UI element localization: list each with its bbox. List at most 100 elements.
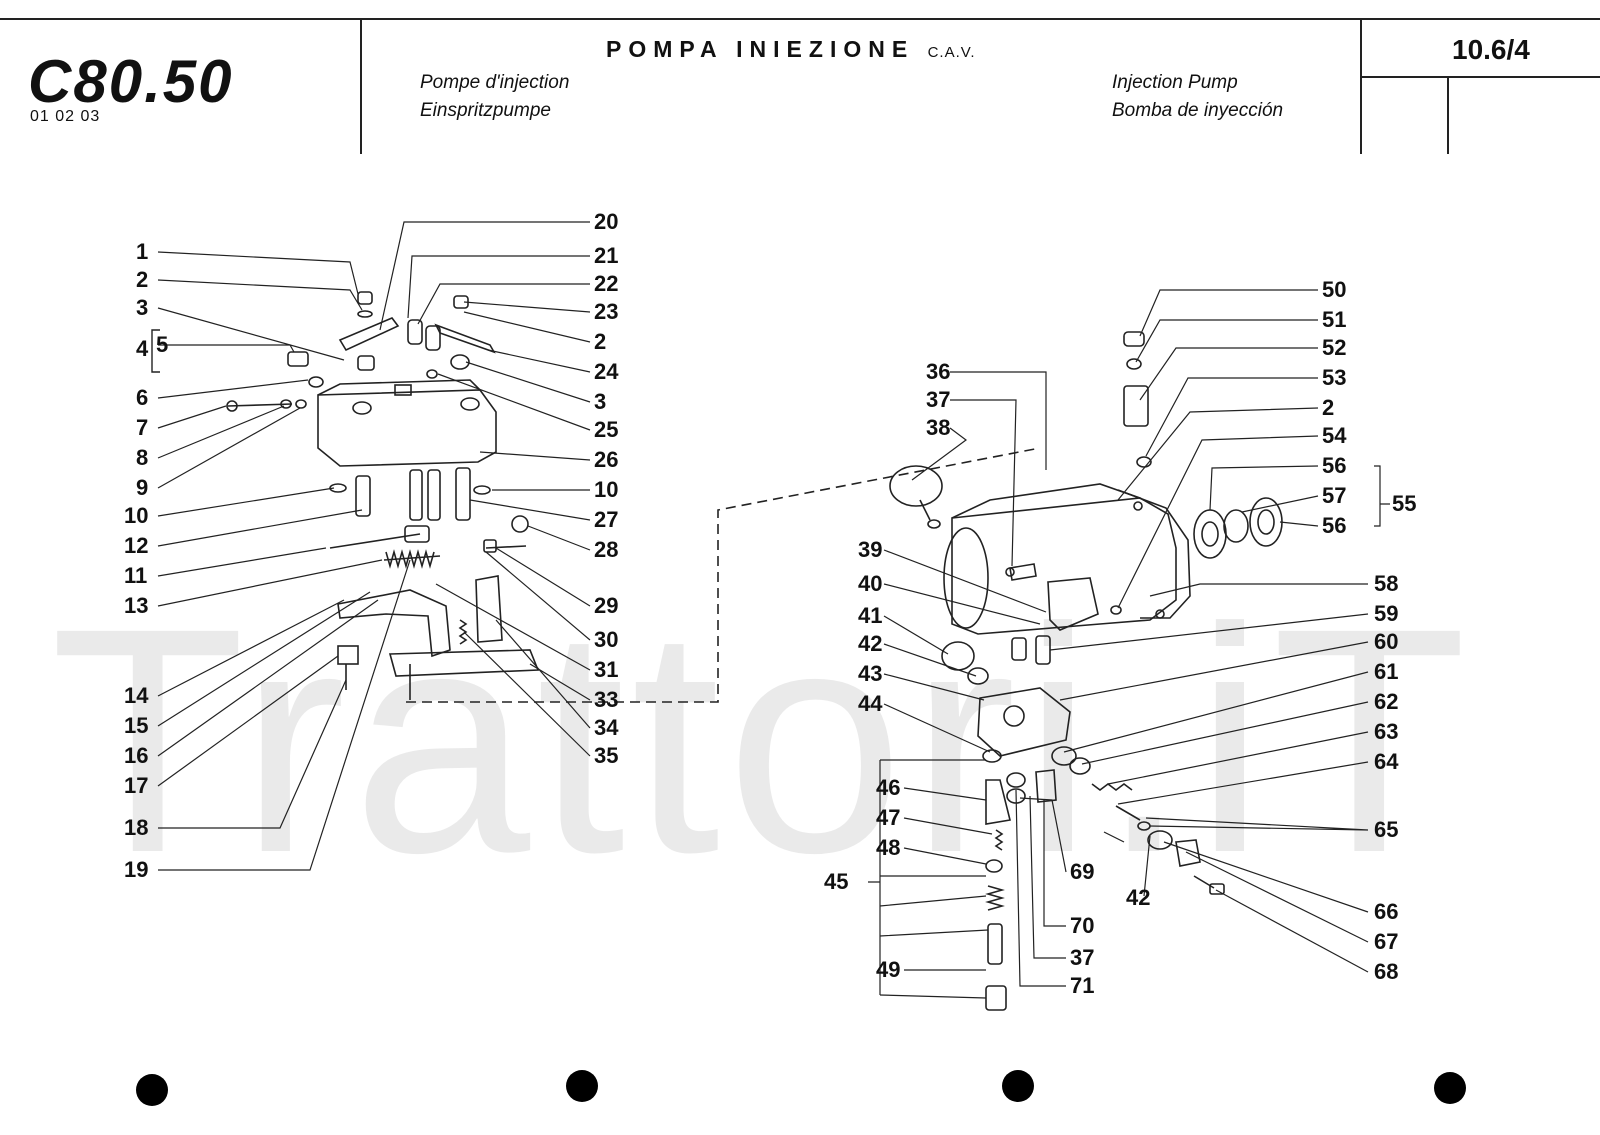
leader-31 [406,447,1041,703]
plate-34 [388,649,540,677]
callout-54: 54 [1322,423,1347,448]
callout-29: 29 [594,593,618,618]
union-49 [985,985,1007,1011]
page-reference: 10.6/4 [1452,34,1530,65]
leader-line [903,787,987,801]
leader-line [1043,800,1066,927]
governor-cover-top [317,379,481,396]
bush-3b [450,354,470,370]
leader-line [1135,319,1318,363]
leader-line [157,379,309,399]
leader-line [158,559,411,871]
leader-line [1241,495,1319,513]
leader-line [1107,731,1369,785]
leader-line [479,451,591,461]
callout-55: 55 [1392,491,1416,516]
leader-line [1117,407,1319,501]
model-codes: 01 02 03 [30,108,101,125]
leader-line [157,251,359,295]
callout-45: 45 [824,869,848,894]
leader-line [883,703,991,753]
leader-line [1163,841,1369,913]
leader-line [1029,795,1066,959]
leader-line [157,407,301,489]
ring-54 [1110,605,1122,615]
header-ref-rule [1360,76,1600,78]
callout-10: 10 [124,503,148,528]
cover-stud [394,384,412,396]
header-divider-1 [360,18,362,154]
ring-6 [308,376,324,388]
callout-23: 23 [594,299,618,324]
callout-8: 8 [136,445,148,470]
fitting-70 [1035,769,1057,803]
leader-line [1215,889,1369,973]
callout-2: 2 [136,267,148,292]
leader-line [158,344,295,353]
arm-35 [475,575,503,643]
callout-30: 30 [594,627,618,652]
callout-25: 25 [594,417,618,442]
spring-63 [1091,783,1133,791]
callout-34: 34 [594,715,619,740]
callout-51: 51 [1322,307,1346,332]
leader-line [1117,435,1319,609]
leader-line [463,631,591,757]
page-title: POMPA INIEZIONE C.A.V. [606,36,976,63]
spring-47 [994,829,1004,851]
pin-12 [355,475,371,517]
callout-10b: 10 [594,477,618,502]
leader-line [1139,347,1318,401]
leader-line [1059,641,1369,701]
callout-58: 58 [1374,571,1398,596]
leader-line [1143,835,1151,897]
model-logo: C80.50 [28,52,233,112]
washer-8 [280,399,292,409]
callout-5: 5 [156,332,168,357]
leader-line [1019,797,1067,873]
bolt-68 [1193,875,1215,889]
leader-line [157,599,379,757]
leader-line [883,673,985,701]
head-port [1003,705,1025,727]
ring-61 [1051,746,1077,766]
callout-7: 7 [136,415,148,440]
leader-line [463,301,591,313]
leader-line [1145,377,1318,457]
callout-60: 60 [1374,629,1398,654]
ring-62 [1069,757,1091,775]
callout-3: 3 [136,295,148,320]
callout-19: 19 [124,857,148,882]
svg-text:C80.50: C80.50 [28,52,233,112]
callout-62: 62 [1374,689,1398,714]
callout-59: 59 [1374,601,1398,626]
callout-31: 31 [594,657,618,682]
pump-bore [943,527,989,629]
screw-head-29 [483,539,497,553]
callout-37b: 37 [1070,945,1094,970]
callout-70: 70 [1070,913,1094,938]
seal-44 [982,749,1002,763]
leader-line [1103,831,1125,843]
oring-10a [329,483,347,493]
spring-45 [985,885,1005,911]
callout-17: 17 [124,773,148,798]
leader-line [485,551,591,641]
pump-flange [1117,489,1191,619]
subtitle-es: Bomba de inyección [1112,100,1284,121]
plug-38 [889,465,943,507]
clip-57 [1223,509,1249,543]
leader-line [883,583,1041,625]
leader-line [1139,289,1318,337]
callout-42b: 42 [1126,885,1150,910]
oring-69 [1006,772,1026,788]
callout-69: 69 [1070,859,1094,884]
callout-65: 65 [1374,817,1398,842]
callout-40: 40 [858,571,882,596]
header-divider-2 [1360,18,1362,154]
punch-hole-2 [566,1070,598,1102]
callout-15: 15 [124,713,148,738]
washer-48 [985,859,1003,873]
callout-63: 63 [1374,719,1398,744]
pin-a [409,469,423,521]
